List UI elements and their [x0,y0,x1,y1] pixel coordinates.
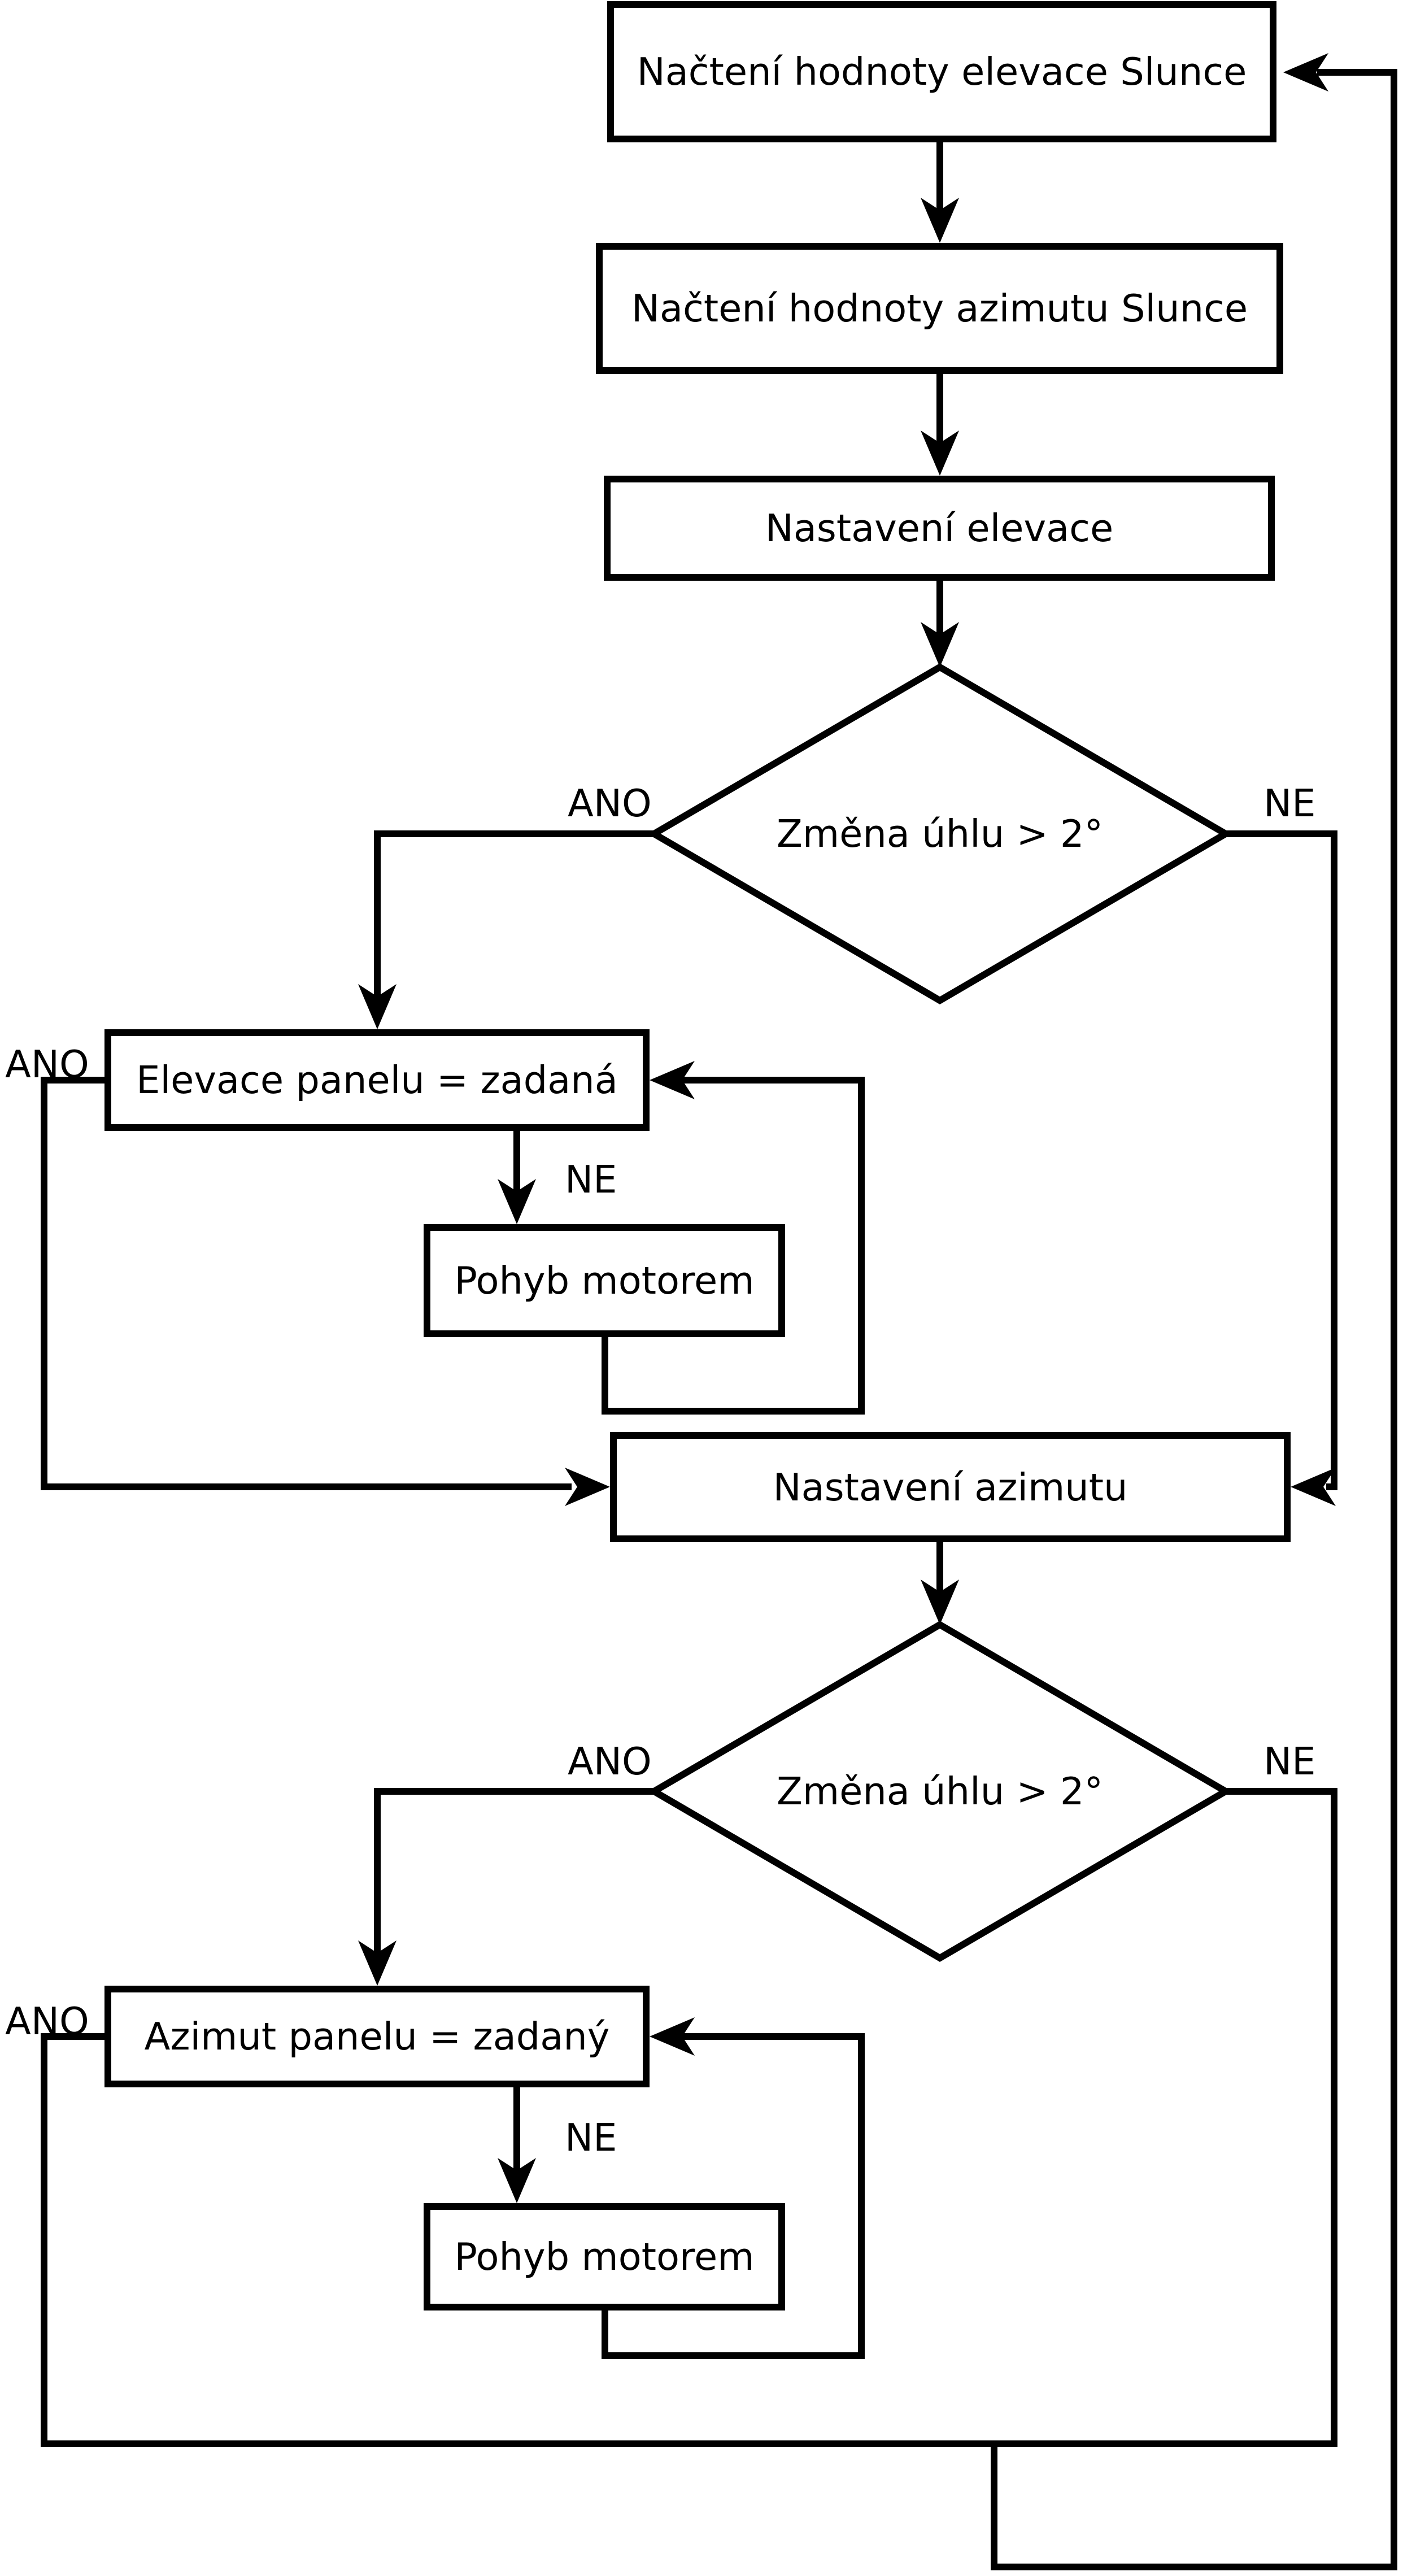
arrowhead [1283,53,1328,92]
edge-label-elevation-no: NE [565,1158,617,1202]
edge-elevation-yes [41,1077,572,1490]
edge-label-decision2-no: NE [1263,1739,1316,1783]
node-motor-elevation-label: Pohyb motorem [454,1259,755,1303]
edge-azimuth-yes [41,2033,1334,2447]
arrowhead [921,430,959,476]
arrowhead [921,198,959,243]
arrowhead [565,1468,610,1506]
edge-label-decision2-yes: ANO [568,1739,652,1783]
edge-return-to-start [991,69,1397,2570]
node-set-azimuth-label: Nastavení azimutu [773,1465,1128,1509]
node-motor-elevation: Pohyb motorem [424,1224,785,1337]
node-load-elevation-label: Načtení hodnoty elevace Slunce [637,50,1247,94]
node-set-elevation-label: Nastavení elevace [765,506,1114,550]
edge-decision1-yes [374,830,657,1002]
edge-decision2-yes [374,1788,657,1959]
node-load-elevation: Načtení hodnoty elevace Slunce [607,1,1276,142]
node-elevation-equal: Elevace panelu = zadaná [104,1029,650,1131]
node-motor-azimuth-label: Pohyb motorem [454,2235,755,2279]
arrowhead [1291,1468,1336,1506]
arrowhead [358,1940,396,1986]
arrowhead [650,2017,695,2056]
arrowhead [921,622,959,667]
decision-elevation-shape [647,663,1232,1004]
edge-label-elevation-yes: ANO [5,1042,89,1086]
decision-elevation-label: Změna úhlu > 2° [776,812,1104,856]
node-azimuth-equal-label: Azimut panelu = zadaný [144,2014,610,2059]
arrowhead [921,1579,959,1625]
edge-decision1-no [1222,830,1337,1490]
arrowhead [498,2158,536,2203]
node-elevation-equal-label: Elevace panelu = zadaná [136,1058,618,1102]
edge-label-azimuth-no: NE [565,2116,617,2160]
decision-azimuth-label: Změna úhlu > 2° [776,1769,1104,1813]
node-azimuth-equal: Azimut panelu = zadaný [104,1986,650,2087]
edge-motor2-loop [602,2033,865,2359]
node-motor-azimuth: Pohyb motorem [424,2203,785,2310]
arrowhead [498,1179,536,1224]
node-load-azimuth: Načtení hodnoty azimutu Slunce [596,243,1283,374]
arrowhead [358,984,396,1029]
edge-label-decision1-no: NE [1263,781,1316,825]
decision-azimuth-shape [647,1621,1232,1962]
edge-motor1-loop [602,1077,865,1415]
node-set-azimuth: Nastavení azimutu [610,1432,1291,1542]
edge-decision2-no [1222,1788,1337,2447]
arrowhead [650,1061,695,1099]
node-load-azimuth-label: Načtení hodnoty azimutu Slunce [631,286,1248,330]
edge-label-azimuth-yes: ANO [5,1999,89,2043]
node-set-elevation: Nastavení elevace [604,476,1275,581]
edge-label-decision1-yes: ANO [568,781,652,825]
